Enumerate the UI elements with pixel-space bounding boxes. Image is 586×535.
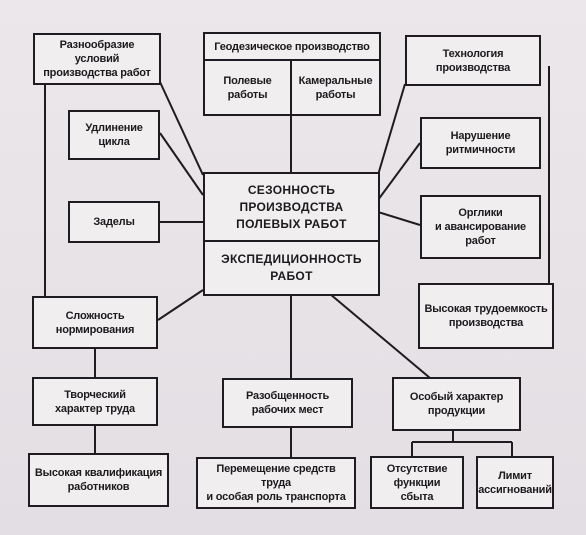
- node-label: Лимит ассигнований: [478, 469, 552, 496]
- node-cycle-extension: Удлинение цикла: [68, 110, 160, 160]
- node-label: Заделы: [93, 216, 135, 228]
- center-top-cell: СЕЗОННОСТЬ ПРОИЗВОДСТВА ПОЛЕВЫХ РАБОТ: [205, 174, 378, 242]
- node-budget-limit: Лимит ассигнований: [476, 456, 554, 509]
- node-label: Нарушение ритмичности: [445, 130, 516, 156]
- node-label: Разобщенность рабочих мест: [245, 390, 330, 416]
- node-label: Перемещение средств труда и особая роль …: [206, 463, 346, 503]
- node-label: Орглики и авансирование работ: [435, 207, 526, 247]
- node-backlogs: Заделы: [68, 201, 160, 243]
- node-dispersed-workplaces: Разобщенность рабочих мест: [222, 378, 353, 428]
- geodetic-title: Геодезическое производство: [214, 40, 370, 53]
- center-bottom-label: ЭКСПЕДИЦИОННОСТЬ РАБОТ: [221, 252, 362, 283]
- node-label: Удлинение цикла: [85, 122, 143, 148]
- node-org-advance: Орглики и авансирование работ: [420, 195, 541, 259]
- node-label: Технология производства: [435, 47, 511, 74]
- connector: [329, 293, 431, 379]
- node-geodetic: Геодезическое производство Полевые работ…: [203, 32, 381, 116]
- geodetic-title-cell: Геодезическое производство: [205, 34, 379, 61]
- node-high-qualification: Высокая квалификация работников: [28, 453, 169, 507]
- connector: [377, 211, 421, 226]
- node-label: Высокая трудоемкость производства: [424, 303, 548, 329]
- center-top-label: СЕЗОННОСТЬ ПРОИЗВОДСТВА ПОЛЕВЫХ РАБОТ: [236, 182, 347, 231]
- node-label: Отсутствие функции сбыта: [386, 462, 448, 503]
- node-special-product: Особый характер продукции: [392, 377, 521, 431]
- connector: [159, 132, 204, 196]
- node-label: Особый характер продукции: [409, 391, 504, 417]
- office-work-label: Камеральные работы: [298, 74, 373, 101]
- connector: [377, 142, 421, 201]
- connector: [377, 83, 406, 176]
- node-transport-role: Перемещение средств труда и особая роль …: [196, 457, 356, 509]
- connector: [157, 289, 204, 321]
- node-diversity: Разнообразие условий производства работ: [33, 33, 161, 85]
- node-label: Сложность нормирования: [55, 309, 135, 336]
- node-creative-labor: Творческий характер труда: [32, 377, 158, 426]
- node-no-sales: Отсутствие функции сбыта: [370, 456, 464, 509]
- node-label: Творческий характер труда: [55, 388, 135, 415]
- node-center: СЕЗОННОСТЬ ПРОИЗВОДСТВА ПОЛЕВЫХ РАБОТ ЭК…: [203, 172, 380, 296]
- node-rationing-complexity: Сложность нормирования: [32, 296, 158, 349]
- node-label: Разнообразие условий производства работ: [43, 39, 151, 79]
- connector: [159, 81, 204, 176]
- node-technology: Технология производства: [405, 35, 541, 86]
- center-bottom-cell: ЭКСПЕДИЦИОННОСТЬ РАБОТ: [205, 242, 378, 294]
- field-work-cell: Полевые работы: [205, 61, 292, 114]
- node-labor-intensity: Высокая трудоемкость производства: [418, 283, 554, 349]
- office-work-cell: Камеральные работы: [292, 61, 379, 114]
- node-rhythm-violation: Нарушение ритмичности: [420, 117, 541, 169]
- field-work-label: Полевые работы: [223, 74, 272, 101]
- node-label: Высокая квалификация работников: [34, 467, 163, 493]
